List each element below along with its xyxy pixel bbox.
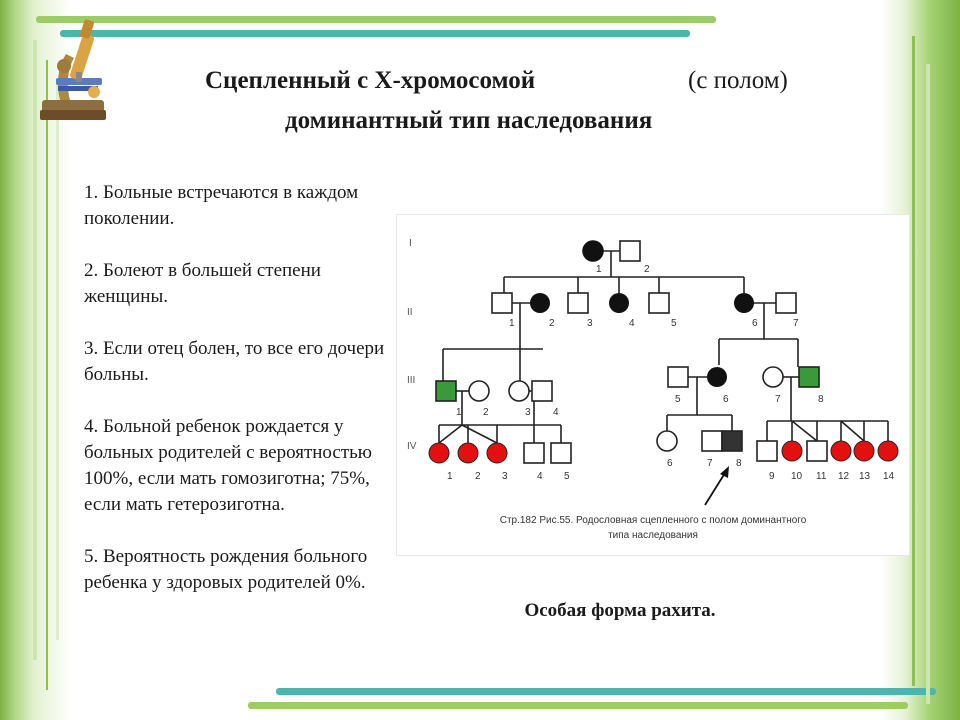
pedigree-figure: I II III IV 1 2 1 2 3 4 5 6 7 (396, 214, 910, 556)
individual-number: 5 (671, 318, 677, 329)
top-bar-teal (60, 30, 690, 37)
individual-number: 2 (644, 264, 650, 275)
individual-number: 9 (769, 471, 775, 482)
female-healthy (468, 380, 490, 402)
bottom-bar-teal (276, 688, 936, 695)
individual-number: 4 (629, 318, 635, 329)
individual-number: 6 (667, 458, 673, 469)
properties-list: 1. Больные встречаются в каждом поколени… (84, 180, 404, 622)
male-healthy (775, 292, 797, 314)
female-affected (781, 440, 803, 462)
individual-number: 5 (675, 394, 681, 405)
individual-number: 2 (475, 471, 481, 482)
female-affected (877, 440, 899, 462)
female-healthy (508, 380, 530, 402)
female-affected (609, 293, 629, 313)
arrow-icon (704, 466, 729, 506)
female-affected (734, 293, 754, 313)
male-healthy (567, 292, 589, 314)
male-healthy (667, 366, 689, 388)
female-affected (582, 240, 604, 262)
female-affected (530, 293, 550, 313)
generation-label: I (409, 238, 412, 249)
female-affected (707, 367, 727, 387)
generation-label: III (407, 375, 415, 386)
individual-number: 13 (859, 471, 871, 482)
female-affected (853, 440, 875, 462)
generation-label: II (407, 307, 413, 318)
male-affected (435, 380, 457, 402)
individual-number: 3 (525, 407, 531, 418)
individual-number: 8 (736, 458, 742, 469)
individual-number: 7 (775, 394, 781, 405)
female-healthy (656, 430, 678, 452)
left-stripe-1 (33, 40, 37, 660)
male-healthy (531, 380, 553, 402)
individual-number: 3 (587, 318, 593, 329)
left-stripe-3 (56, 80, 59, 640)
individual-number: 6 (752, 318, 758, 329)
individual-number: 3 (502, 471, 508, 482)
pedigree-chart: I II III IV 1 2 1 2 3 4 5 6 7 (407, 238, 899, 541)
individual-number: 7 (793, 318, 799, 329)
individual-number: 4 (537, 471, 543, 482)
female-healthy (762, 366, 784, 388)
individual-number: 1 (509, 318, 515, 329)
individual-number: 1 (596, 264, 602, 275)
individual-number: 2 (483, 407, 489, 418)
generation-label: IV (407, 441, 417, 452)
individual-number: 14 (883, 471, 895, 482)
bottom-bar-green (248, 702, 908, 709)
pedigree-lines (438, 250, 889, 444)
right-stripe-2 (926, 64, 930, 704)
title-line1-left: Сцепленный с Х-хромосомой (205, 67, 536, 94)
title-line2: доминантный тип наследования (285, 107, 653, 134)
individual-number: 10 (791, 471, 803, 482)
male-healthy (806, 440, 828, 462)
top-bar-green (36, 16, 716, 23)
male-healthy (756, 440, 778, 462)
female-affected (457, 442, 479, 464)
left-stripe-2 (46, 60, 48, 690)
male-healthy (550, 442, 572, 464)
individual-number: 8 (818, 394, 824, 405)
female-affected (486, 442, 508, 464)
male-affected (798, 366, 820, 388)
male-affected (721, 430, 743, 452)
male-healthy (619, 240, 641, 262)
list-item: 5. Вероятность рождения больного ребенка… (84, 546, 368, 593)
list-item: 4. Больной ребенок рождается у больных р… (84, 416, 372, 515)
male-healthy (491, 292, 513, 314)
individual-number: 2 (549, 318, 555, 329)
individual-number: 6 (723, 394, 729, 405)
figure-caption-line2: типа наследования (608, 530, 698, 541)
right-stripe-1 (912, 36, 915, 686)
individual-number: 7 (707, 458, 713, 469)
disease-caption: Особая форма рахита. (524, 600, 716, 621)
individual-number: 11 (816, 471, 827, 482)
figure-caption-line1: Стр.182 Рис.55. Родословная сцепленного … (500, 515, 807, 526)
individual-number: 1 (447, 471, 453, 482)
male-healthy (701, 430, 723, 452)
female-affected (830, 440, 852, 462)
individual-number: 5 (564, 471, 570, 482)
female-affected (428, 442, 450, 464)
individual-number: 4 (553, 407, 559, 418)
male-healthy (648, 292, 670, 314)
individual-number: 12 (838, 471, 850, 482)
list-item: 2. Болеют в большей степени женщины. (84, 260, 321, 307)
list-item: 3. Если отец болен, то все его дочери бо… (84, 338, 385, 385)
microscope-icon (40, 19, 106, 120)
list-item: 1. Больные встречаются в каждом поколени… (84, 182, 359, 229)
title-line1-right: (с полом) (688, 67, 788, 94)
male-healthy (523, 442, 545, 464)
individual-number: 1 (456, 407, 462, 418)
